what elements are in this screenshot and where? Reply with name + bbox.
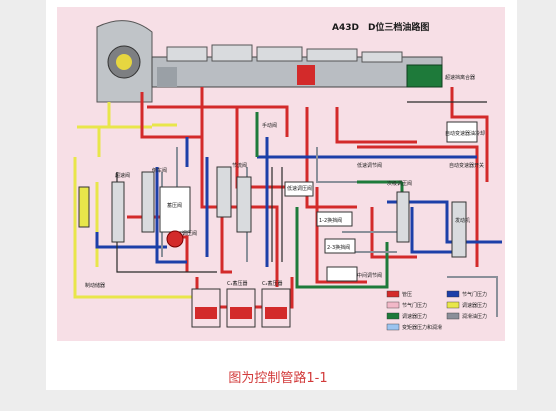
label-secondary-regulator: 次级调压阀 — [387, 180, 412, 187]
label-reverse-valve: 倒车阀 — [152, 167, 167, 174]
legend-label: 节气门压力 — [462, 291, 487, 298]
legend-label: 润滑油压力 — [462, 313, 487, 320]
label-brake-reservoir: 制动储器 — [85, 282, 105, 289]
legend-label: 变矩器压力和润滑 — [402, 324, 442, 331]
legend-label: 节气门压力 — [402, 302, 427, 309]
label-shift-23: 2-3换挡阀 — [327, 244, 350, 251]
label-overdrive-clutch: 超速挡离合器 — [445, 74, 475, 81]
legend-swatch — [386, 301, 400, 309]
label-intermediate-valve: 中间调节阀 — [357, 272, 382, 279]
label-engine: 发动机 — [455, 217, 470, 224]
valves — [78, 121, 478, 328]
label-regulator-valve: 调压阀 — [182, 230, 197, 237]
label-manual-valve: 手动阀 — [262, 122, 277, 129]
legend-swatch — [446, 312, 460, 320]
legend-swatch — [446, 301, 460, 309]
label-throttle-valve: 节流阀 — [232, 162, 247, 169]
label-c2-accumulator: C₂蓄压器 — [262, 280, 283, 287]
blue-lines — [95, 137, 502, 267]
figure-caption: 图为控制管路1-1 — [228, 371, 328, 386]
label-accumulator-valve: 蓄压阀 — [167, 202, 182, 209]
label-c1-accumulator: C₁蓄压器 — [227, 280, 248, 287]
legend-swatch — [386, 290, 400, 298]
label-low-speed-valve: 低速调压阀 — [287, 185, 312, 192]
legend-swatch — [386, 323, 400, 331]
legend-swatch — [386, 312, 400, 320]
yellow-lines — [73, 102, 207, 299]
labels: 超速挡离合器 自动变速器油冷却 自动变速器开关 低速调节阀 次级调压阀 发动机 … — [85, 74, 485, 289]
label-low-speed-regulator: 低速调节阀 — [357, 162, 382, 169]
legend-label: 调速器压力 — [462, 302, 487, 309]
diagram-svg: A43D D位三档油路图 — [73, 20, 502, 331]
label-shift-12: 1-2换挡阀 — [319, 217, 342, 224]
label-overdrive-valve: 超速阀 — [115, 172, 130, 179]
label-trans-switch: 自动变速器开关 — [449, 162, 484, 169]
hydraulic-circuit-diagram: A43D D位三档油路图 — [57, 7, 505, 341]
green-lines — [255, 112, 404, 289]
legend-swatch — [446, 290, 460, 298]
diagram-title: A43D D位三档油路图 — [332, 21, 429, 33]
transmission-housing — [96, 20, 443, 103]
legend-label: 管压 — [402, 291, 412, 298]
label-oil-cooler: 自动变速器油冷却 — [445, 130, 485, 137]
legend-label: 调速器压力 — [402, 313, 427, 320]
legend: 管压节气门压力节气门压力调速器压力调速器压力润滑油压力变矩器压力和润滑 — [386, 290, 487, 331]
